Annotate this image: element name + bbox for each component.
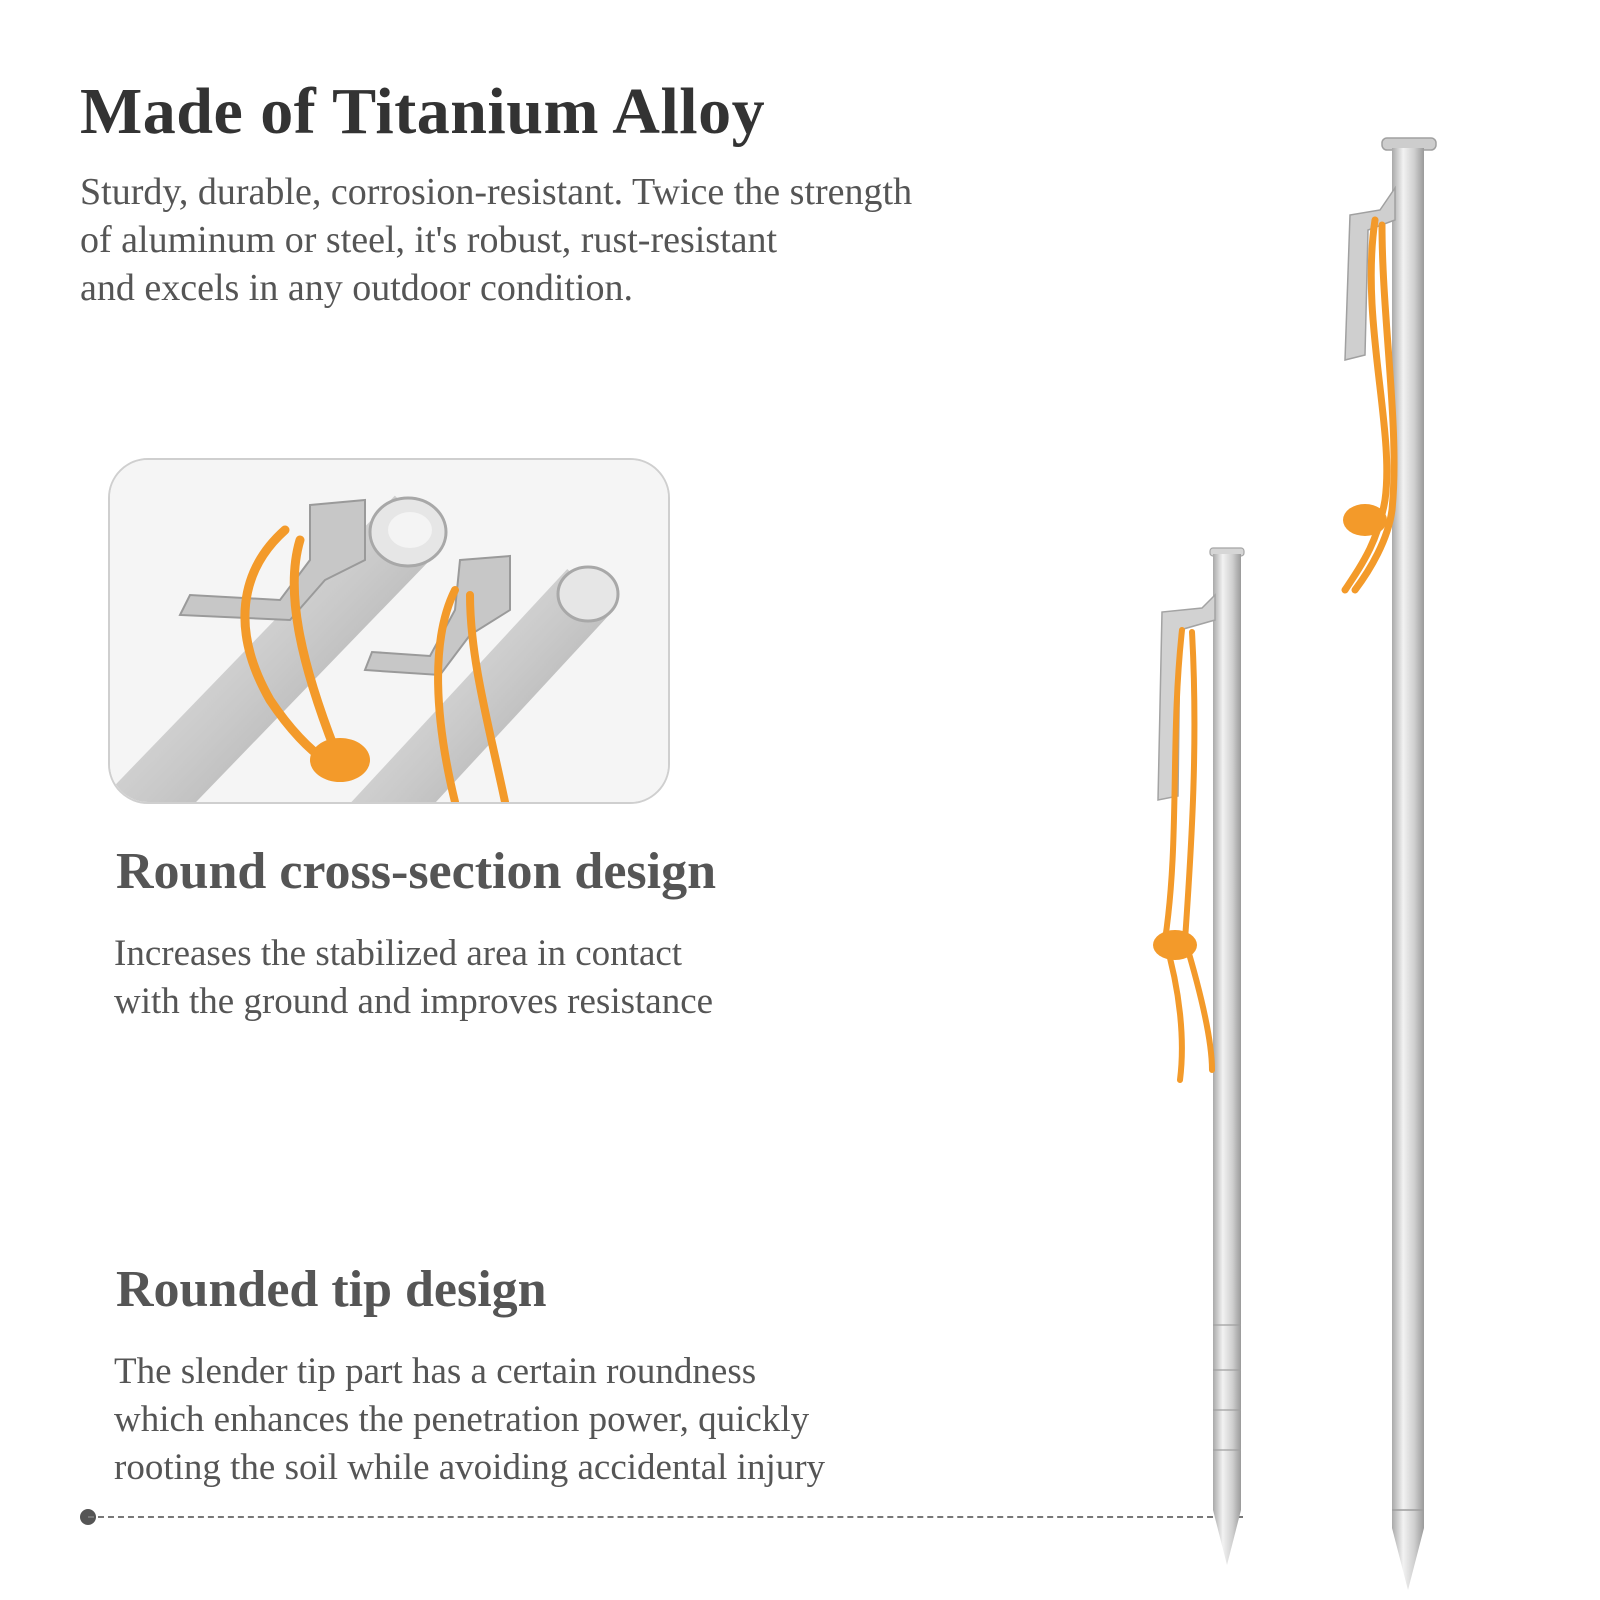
- stake-closeup-illustration: [110, 460, 668, 802]
- long-stake: [1341, 137, 1437, 1590]
- stake-head-closeup-image: [108, 458, 670, 804]
- feature-line: which enhances the penetration power, qu…: [114, 1399, 810, 1440]
- feature-line: The slender tip part has a certain round…: [114, 1351, 757, 1392]
- feature-title-rounded-tip: Rounded tip design: [116, 1261, 547, 1318]
- feature-line: rooting the soil while avoiding accident…: [114, 1447, 826, 1488]
- tip-pointer-line: [88, 1516, 1243, 1518]
- titanium-stakes-illustration: [1153, 137, 1437, 1590]
- intro-line: of aluminum or steel, it's robust, rust-…: [80, 219, 778, 261]
- feature-description-round-cross-section: Increases the stabilized area in contact…: [114, 930, 713, 1026]
- intro-description: Sturdy, durable, corrosion-resistant. Tw…: [80, 168, 1200, 312]
- feature-line: Increases the stabilized area in contact: [114, 933, 683, 974]
- short-stake: [1153, 547, 1245, 1565]
- feature-description-rounded-tip: The slender tip part has a certain round…: [114, 1348, 825, 1492]
- feature-title-round-cross-section: Round cross-section design: [116, 843, 717, 900]
- intro-line: and excels in any outdoor condition.: [80, 267, 633, 309]
- intro-line: Sturdy, durable, corrosion-resistant. Tw…: [80, 171, 913, 213]
- feature-line: with the ground and improves resistance: [114, 981, 714, 1022]
- page-title: Made of Titanium Alloy: [80, 75, 766, 148]
